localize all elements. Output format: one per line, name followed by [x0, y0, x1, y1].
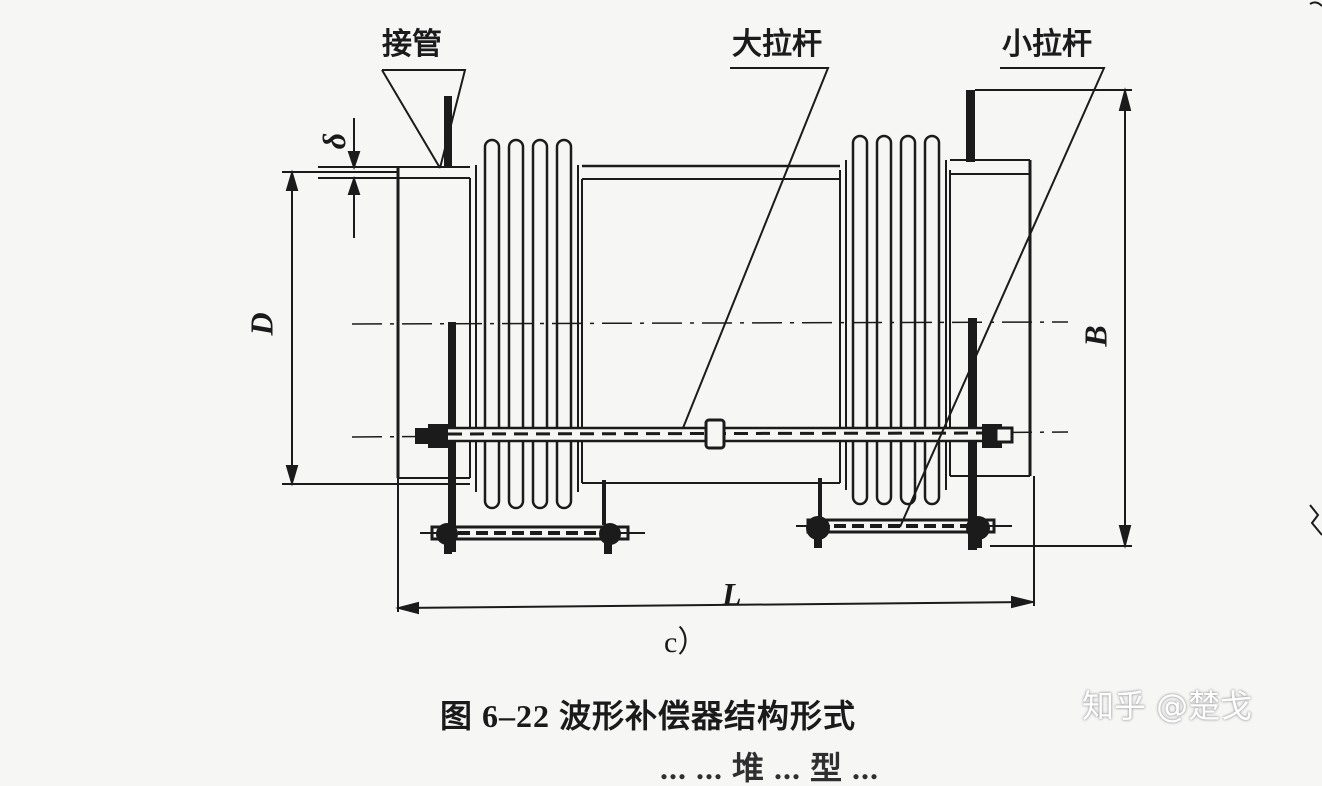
- leader-lines: [381, 67, 1106, 528]
- b-dimension: [975, 87, 1132, 549]
- delta-dimension: [318, 118, 398, 238]
- l-dimension: [395, 476, 1035, 615]
- small-tie-rod-right: [796, 478, 1012, 548]
- small-tie-rod-left: [420, 480, 645, 554]
- edge-mark-top: [1309, 1, 1322, 7]
- cut-off-text: ... ... 堆 ... 型 ...: [660, 750, 880, 786]
- center-line: [351, 321, 1069, 325]
- right-bellows: [845, 134, 947, 506]
- large-tie-rod-label: 大拉杆: [732, 27, 822, 62]
- large-tie-rod: [351, 418, 1069, 450]
- compensator-drawing: [282, 1, 1322, 615]
- edge-mark-right: [1309, 504, 1322, 536]
- figure-caption: 图 6–22 波形补偿器结构形式: [440, 698, 857, 734]
- delta-label: δ: [316, 132, 353, 150]
- figure-canvas: { "labels": { "connecting_pipe": "接管", "…: [243, 1, 1322, 784]
- watermark: 知乎 @楚戈: [1082, 687, 1253, 725]
- d-dimension: [282, 169, 470, 487]
- d-label: D: [243, 312, 280, 336]
- l-label: L: [722, 576, 742, 612]
- connecting-pipe-label: 接管: [382, 27, 442, 62]
- subfigure-label: c）: [664, 626, 708, 659]
- small-tie-rod-label: 小拉杆: [1002, 27, 1092, 62]
- b-label: B: [1077, 325, 1114, 347]
